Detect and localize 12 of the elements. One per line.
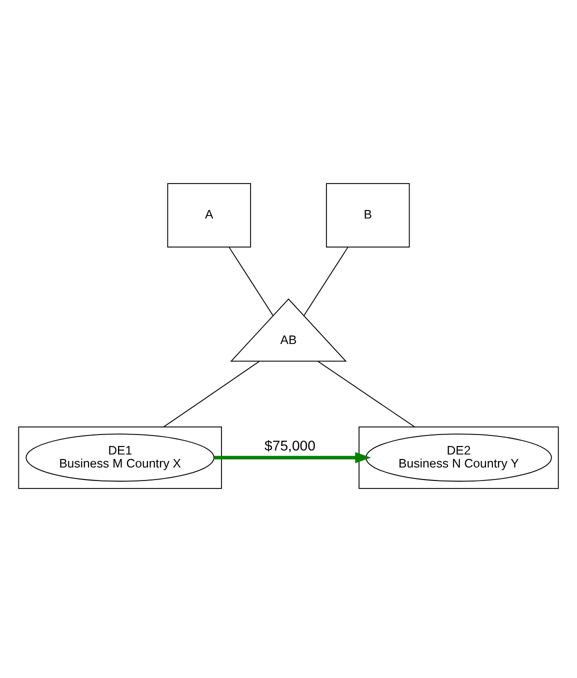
edge-label: $75,000	[264, 436, 316, 453]
node-box: B	[326, 182, 410, 247]
connector	[318, 360, 416, 427]
arrow	[214, 452, 372, 463]
connector	[228, 246, 274, 316]
connector	[304, 246, 348, 316]
node-ellipse: DE1 Business M Country X	[26, 433, 214, 482]
connector	[163, 360, 260, 427]
cluster	[358, 426, 559, 488]
node-ellipse: DE2 Business N Country Y	[365, 433, 552, 482]
cluster	[18, 426, 222, 488]
node-box: A	[167, 182, 252, 247]
